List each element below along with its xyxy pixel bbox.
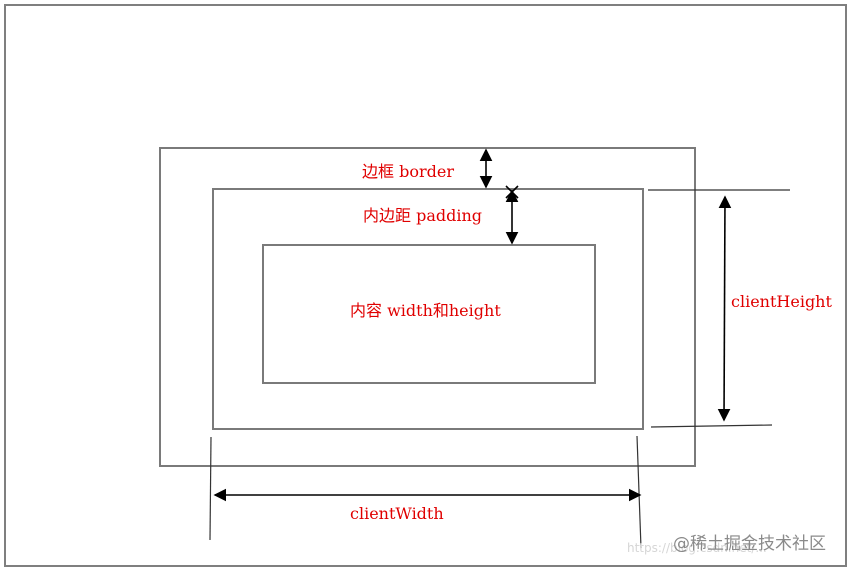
client-height-arrow (717, 195, 732, 422)
image-frame (4, 4, 847, 567)
content-box (262, 244, 596, 384)
content-label: 内容 width和height (350, 301, 501, 320)
border-box (159, 147, 696, 467)
client-height-label: clientHeight (731, 292, 832, 311)
watermark-faint: https://blog.csdn.net/... (627, 541, 767, 555)
border-label: 边框 border (362, 162, 454, 181)
client-width-label: clientWidth (350, 504, 444, 523)
client-height-bottom-guide (650, 424, 773, 428)
client-width-left-guide (209, 436, 212, 541)
padding-label: 内边距 padding (363, 206, 482, 225)
padding-box (212, 188, 644, 430)
watermark: @稀土掘金技术社区 (673, 534, 826, 554)
padding-arrow-cross (505, 185, 519, 199)
client-width-right-guide (636, 435, 642, 549)
